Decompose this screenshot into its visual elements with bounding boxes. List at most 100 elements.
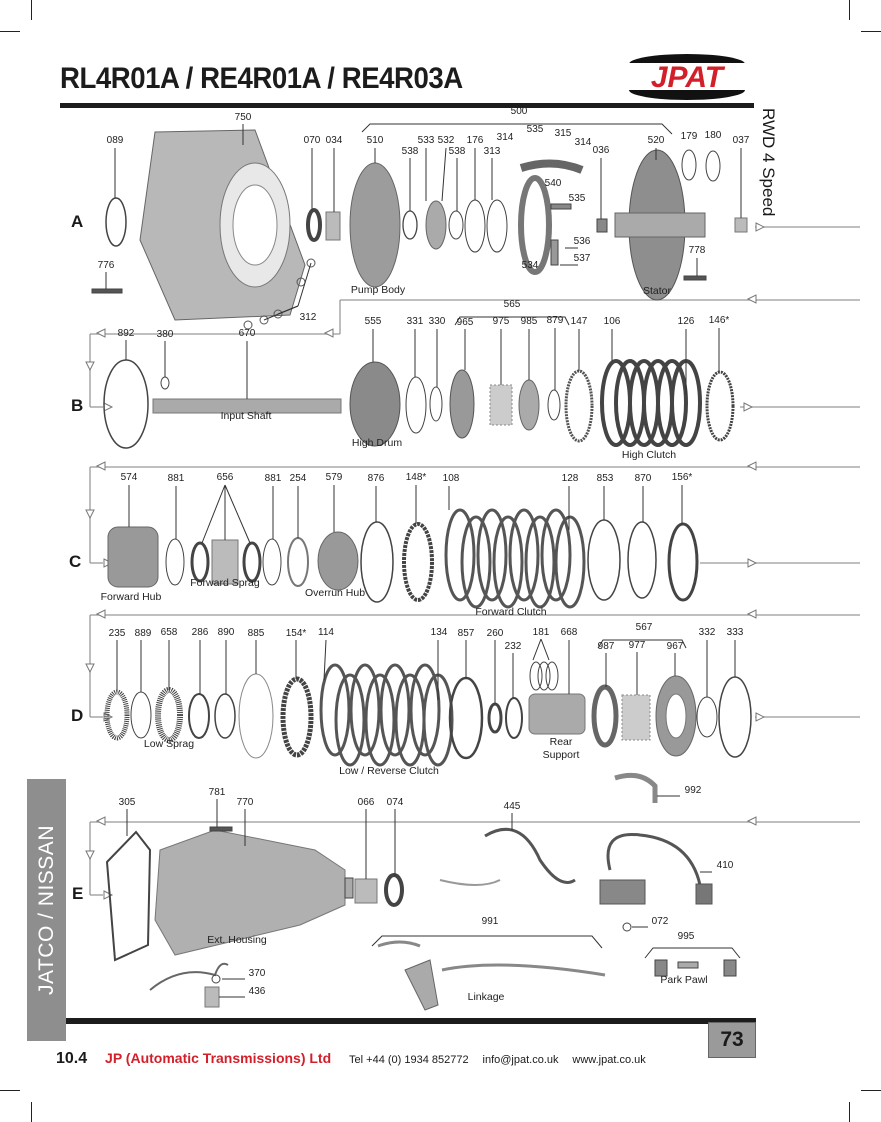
part-number-label: 126 bbox=[677, 316, 695, 327]
part-number-label: 776 bbox=[97, 260, 115, 271]
part-number-label: 656 bbox=[216, 472, 234, 483]
part-number-label: 538 bbox=[448, 146, 466, 157]
part-caption: High Clutch bbox=[621, 449, 677, 461]
part-number-label: 312 bbox=[299, 312, 317, 323]
crop-mark bbox=[849, 1102, 850, 1122]
part-number-label: 089 bbox=[106, 135, 124, 146]
part-number-label: 313 bbox=[483, 146, 501, 157]
part-number-label: 538 bbox=[401, 146, 419, 157]
part-number-label: 985 bbox=[520, 316, 538, 327]
part-caption: Support bbox=[542, 749, 580, 761]
row-letter-d: D bbox=[71, 706, 84, 725]
part-number-label: 965 bbox=[456, 317, 474, 328]
part-number-label: 436 bbox=[248, 986, 266, 997]
part-number-label: 750 bbox=[234, 112, 252, 123]
part-caption: Forward Hub bbox=[100, 591, 162, 603]
part-caption: Rear bbox=[549, 736, 573, 748]
part-number-label: 555 bbox=[364, 316, 382, 327]
part-number-label: 037 bbox=[732, 135, 750, 146]
part-number-label: 147 bbox=[570, 316, 588, 327]
part-caption: Overrun Hub bbox=[304, 587, 366, 599]
part-number-label: 879 bbox=[546, 315, 564, 326]
flow-lines bbox=[89, 226, 860, 896]
row-e-parts bbox=[105, 826, 737, 1011]
part-number-label: 668 bbox=[560, 627, 578, 638]
part-number-label: 781 bbox=[208, 787, 226, 798]
part-number-label: 892 bbox=[117, 328, 135, 339]
row-d-parts bbox=[104, 661, 752, 803]
part-number-label: 074 bbox=[386, 797, 404, 808]
crop-mark bbox=[0, 31, 20, 32]
jpat-logo: JPAT bbox=[620, 54, 754, 100]
crop-mark bbox=[0, 1090, 20, 1091]
part-number-label: 537 bbox=[573, 253, 591, 264]
part-number-label: 315 bbox=[554, 128, 572, 139]
part-number-label: 314 bbox=[496, 132, 514, 143]
part-number-label: 881 bbox=[264, 473, 282, 484]
part-number-label: 260 bbox=[486, 628, 504, 639]
manufacturer-tab: JATCO / NISSAN bbox=[27, 779, 66, 1041]
row-c-parts bbox=[107, 508, 699, 609]
part-number-label: 535 bbox=[568, 193, 586, 204]
part-number-label: 857 bbox=[457, 628, 475, 639]
part-number-label: 870 bbox=[634, 473, 652, 484]
part-number-label: 876 bbox=[367, 473, 385, 484]
email-link[interactable]: info@jpat.co.uk bbox=[482, 1054, 559, 1066]
part-caption: Low Sprag bbox=[143, 738, 195, 750]
part-number-label: 128 bbox=[561, 473, 579, 484]
part-number-label: 881 bbox=[167, 473, 185, 484]
part-number-label: 235 bbox=[108, 628, 126, 639]
part-number-label: 148* bbox=[405, 472, 427, 483]
part-number-label: 670 bbox=[238, 328, 256, 339]
part-number-label: 180 bbox=[704, 130, 722, 141]
part-number-label: 574 bbox=[120, 472, 138, 483]
leader-lines bbox=[105, 124, 742, 998]
part-number-label: 114 bbox=[318, 627, 334, 638]
part-number-label: 034 bbox=[325, 135, 343, 146]
part-number-label: 535 bbox=[526, 124, 544, 135]
part-number-label: 176 bbox=[466, 135, 484, 146]
part-number-label: 533 bbox=[417, 135, 435, 146]
part-caption: Stator bbox=[642, 285, 672, 297]
part-number-label: 286 bbox=[191, 627, 209, 638]
part-number-label: 305 bbox=[118, 797, 136, 808]
part-number-label: 579 bbox=[325, 472, 343, 483]
part-number-label: 534 bbox=[521, 260, 539, 271]
part-number-label: 070 bbox=[303, 135, 321, 146]
part-number-label: 146* bbox=[708, 315, 730, 326]
row-a-parts bbox=[91, 129, 748, 330]
part-number-label: 532 bbox=[437, 135, 455, 146]
part-caption: Ext. Housing bbox=[207, 934, 267, 946]
part-number-label: 536 bbox=[573, 236, 591, 247]
crop-mark bbox=[31, 1102, 32, 1122]
website-link[interactable]: www.jpat.co.uk bbox=[572, 1054, 646, 1066]
part-number-label: 975 bbox=[492, 316, 510, 327]
part-caption: Pump Body bbox=[350, 284, 406, 296]
company-name: JP (Automatic Transmissions) Ltd bbox=[105, 1050, 332, 1066]
row-letter-e: E bbox=[72, 884, 84, 903]
section-number: 10.4 bbox=[56, 1050, 88, 1067]
manufacturer-tab-label: JATCO / NISSAN bbox=[34, 825, 58, 995]
part-number-label: 567 bbox=[635, 622, 653, 633]
part-number-label: 410 bbox=[716, 860, 734, 871]
part-number-label: 106 bbox=[603, 316, 621, 327]
part-number-label: 108 bbox=[442, 473, 460, 484]
part-number-label: 156* bbox=[671, 472, 693, 483]
part-number-label: 072 bbox=[651, 916, 669, 927]
title-rule bbox=[60, 103, 754, 108]
page-number: 73 bbox=[708, 1022, 756, 1058]
part-number-label: 036 bbox=[592, 145, 610, 156]
part-caption: Low / Reverse Clutch bbox=[339, 765, 439, 777]
part-number-label: 232 bbox=[504, 641, 522, 652]
footer: 10.4 JP (Automatic Transmissions) Ltd Te… bbox=[56, 1050, 656, 1068]
part-caption: Forward Clutch bbox=[475, 606, 547, 618]
part-number-label: 181 bbox=[532, 627, 550, 638]
part-caption: High Drum bbox=[351, 437, 403, 449]
part-number-label: 565 bbox=[503, 299, 521, 310]
part-number-label: 889 bbox=[134, 628, 152, 639]
part-number-label: 333 bbox=[726, 627, 744, 638]
part-number-label: 885 bbox=[247, 628, 265, 639]
part-number-label: 314 bbox=[574, 137, 592, 148]
part-number-label: 658 bbox=[160, 627, 178, 638]
crop-mark bbox=[861, 1090, 881, 1091]
